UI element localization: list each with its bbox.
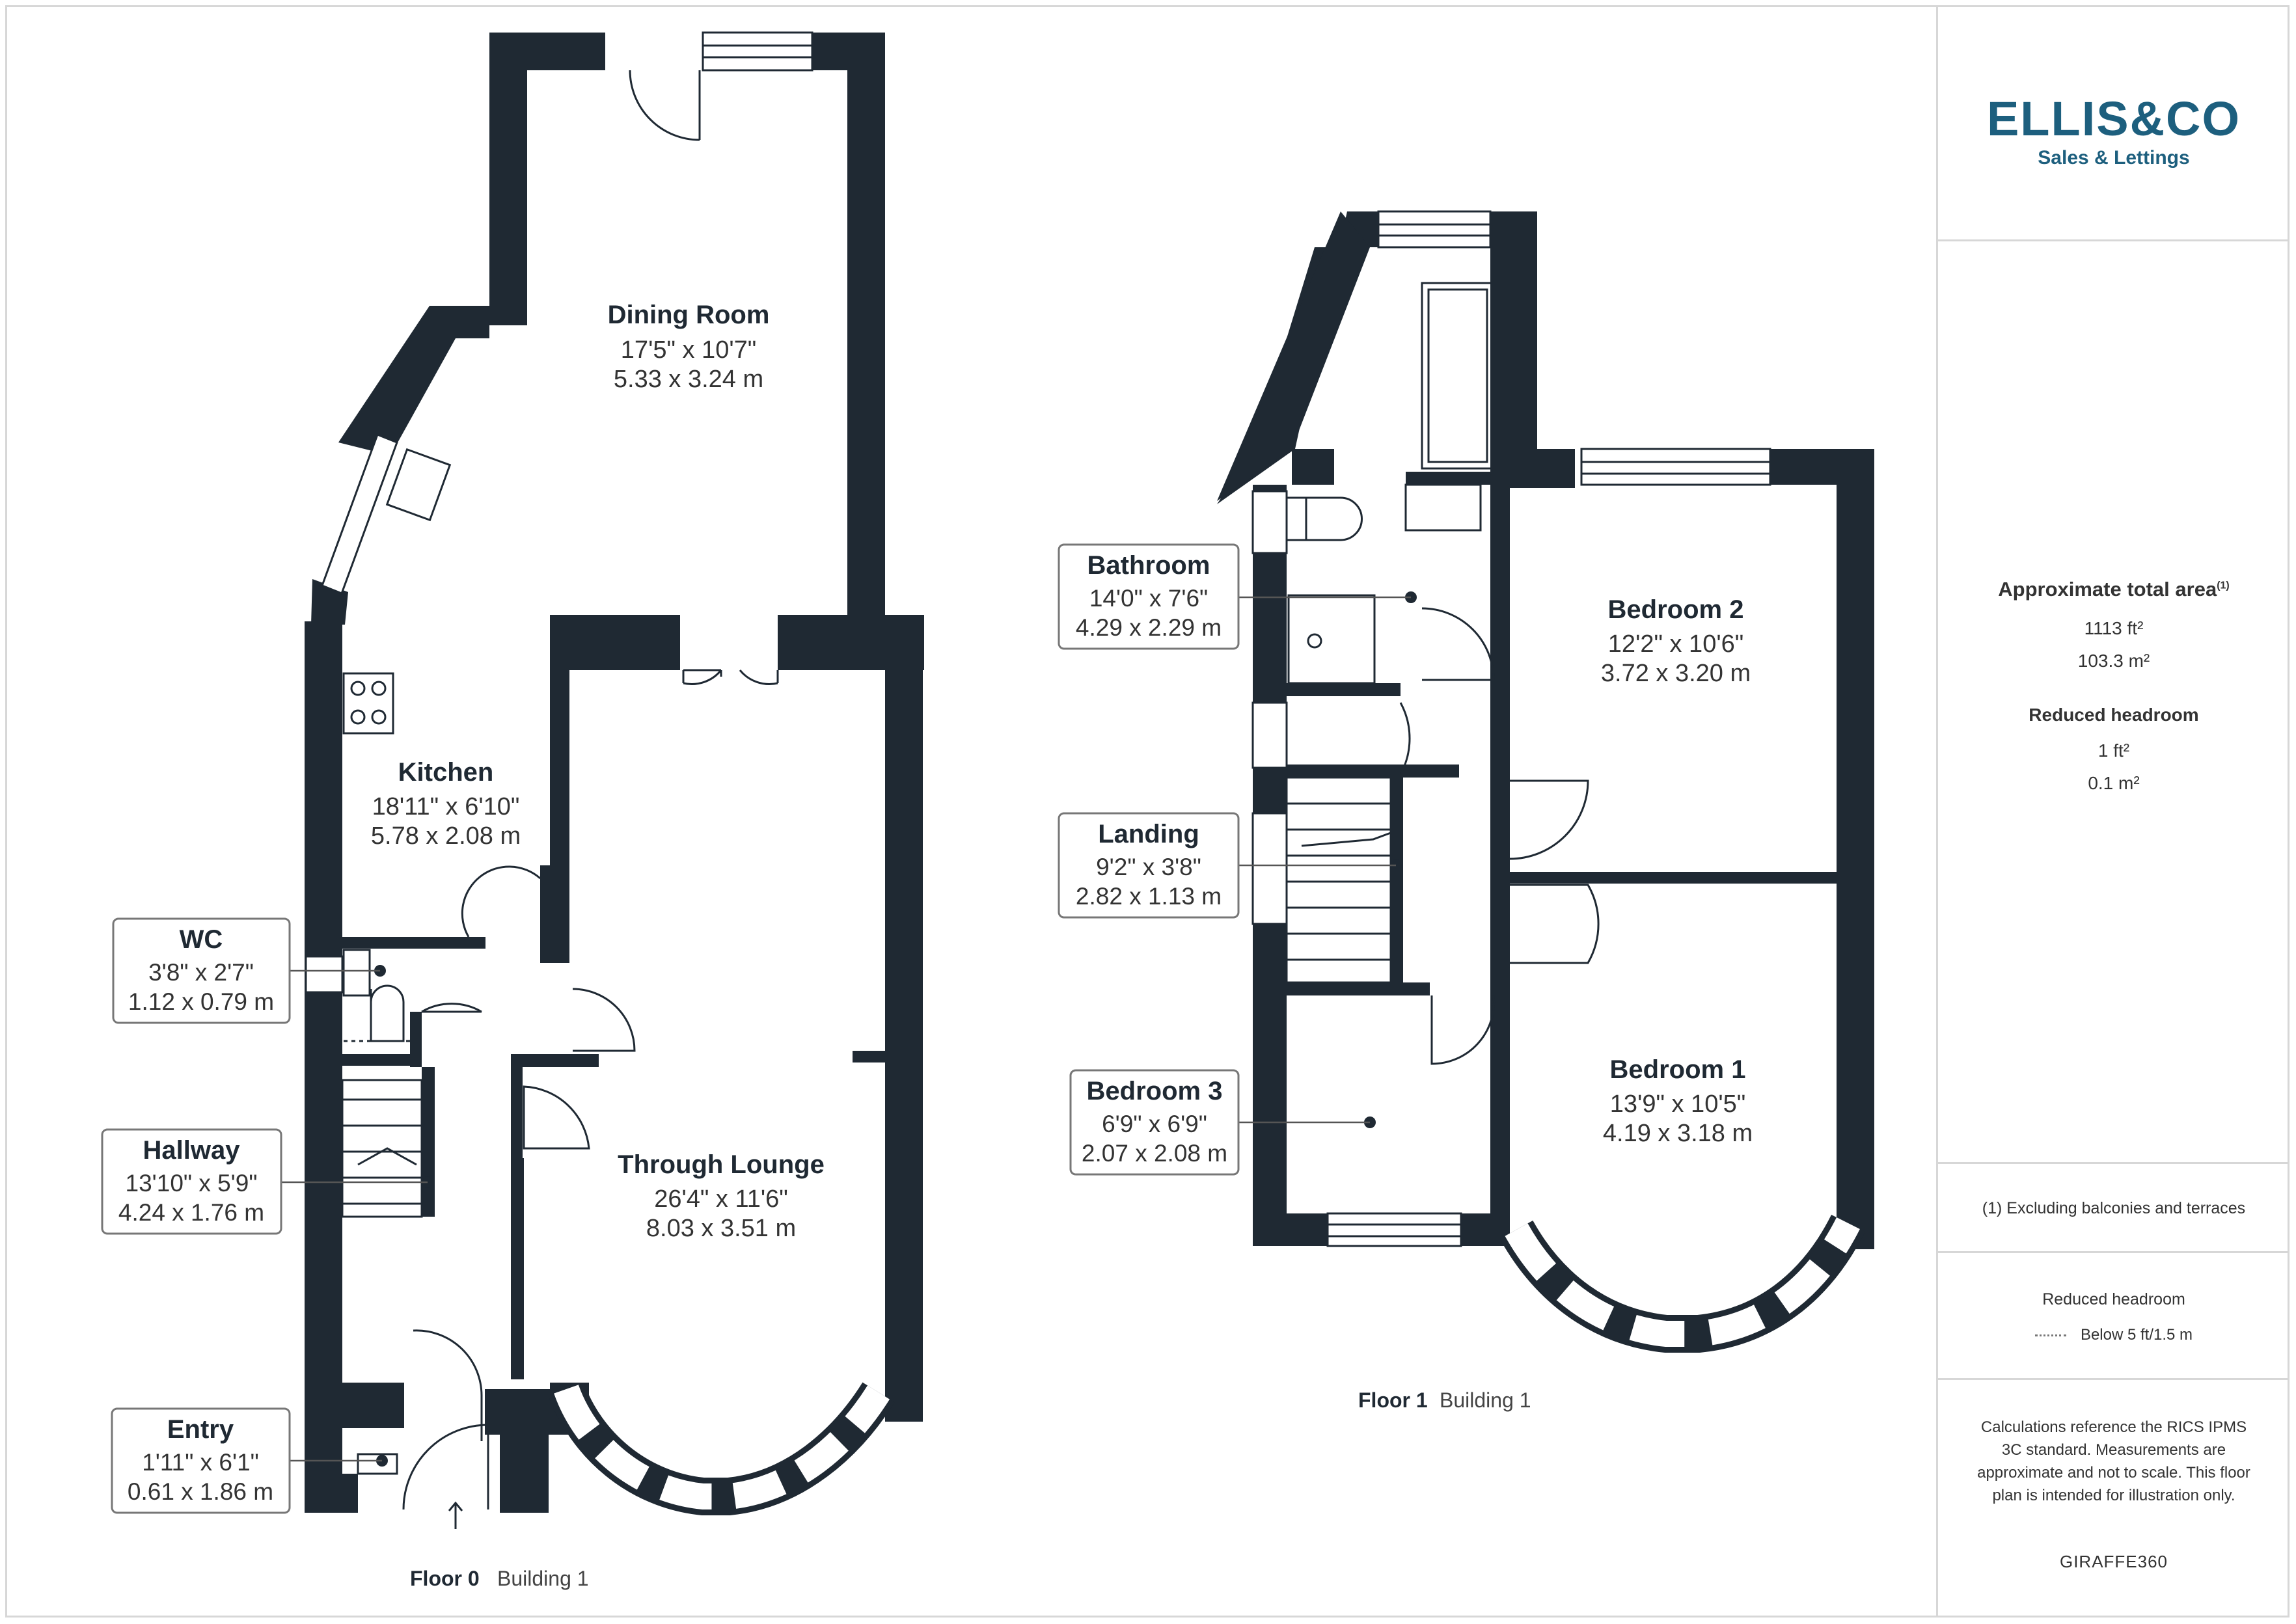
footnote-text: (1) Excluding balconies and terraces [1982,1199,2246,1217]
room-name-dining: Dining Room [608,301,770,329]
floor-0-doors [402,70,779,1510]
label-boxes [101,543,1240,1514]
room-imperial-bedroom2: 12'2" x 10'6" [1608,630,1743,658]
floor-0-fixtures [341,448,463,1529]
legend-title: Reduced headroom [2042,1290,2185,1308]
sidebar-divider [1938,239,2289,241]
room-metric-dining: 5.33 x 3.24 m [614,366,763,393]
provider-logo: GIRAFFE360 [2059,1552,2168,1571]
room-imperial-landing: 9'2" x 3'8" [1096,854,1201,880]
brand-logo: ELLIS&CO Sales & Lettings [1938,95,2289,169]
floor-1-fixtures [1285,282,1600,1065]
room-imperial-wc: 3'8" x 2'7" [148,959,254,986]
room-metric-landing: 2.82 x 1.13 m [1076,883,1222,910]
room-metric-kitchen: 5.78 x 2.08 m [371,822,521,850]
brand-tagline: Sales & Lettings [2038,147,2190,169]
page-frame [5,5,2289,1617]
room-metric-entry: 0.61 x 1.86 m [128,1478,273,1505]
floor-0-building: Building 1 [497,1567,589,1590]
total-area-m: 103.3 m² [2077,651,2150,671]
room-metric-bedroom2: 3.72 x 3.20 m [1601,660,1751,687]
room-metric-lounge: 8.03 x 3.51 m [646,1215,796,1242]
floor-0-bay-window [548,1382,895,1515]
floor-captions: Floor 0 Building 1 Floor 1 Building 1 [410,1388,1531,1590]
legend-item: Below 5 ft/1.5 m [1951,1326,2276,1344]
floor-0-labels: Dining Room 17'5" x 10'7" 5.33 x 3.24 m … [118,301,825,1505]
total-area-title: Approximate total area(1) [1998,578,2230,601]
room-name-bedroom2: Bedroom 2 [1608,595,1744,624]
floor-1-name: Floor 1 [1358,1388,1428,1412]
room-imperial-kitchen: 18'11" x 6'10" [372,793,520,820]
brand-name: ELLIS&CO [1986,92,2241,146]
total-area-ft: 1113 ft² [2084,618,2144,638]
sidebar-divider [1938,1378,2289,1380]
room-name-entry: Entry [167,1415,234,1444]
reduced-headroom-ft: 1 ft² [2098,740,2130,761]
leader-lines [281,596,1411,1462]
floor-1-labels: Bathroom 14'0" x 7'6" 4.29 x 2.29 m Land… [1076,551,1753,1167]
room-imperial-lounge: 26'4" x 11'6" [654,1185,788,1213]
floor-1-bay-window [1499,1214,1865,1353]
room-name-bedroom1: Bedroom 1 [1610,1055,1746,1084]
reduced-headroom-title: Reduced headroom [2029,705,2199,725]
room-metric-bedroom3: 2.07 x 2.08 m [1082,1140,1227,1167]
reduced-headroom-m: 0.1 m² [2088,773,2140,793]
dotted-line-icon [2034,1334,2066,1337]
room-imperial-dining: 17'5" x 10'7" [621,336,756,364]
room-imperial-bedroom1: 13'9" x 10'5" [1610,1090,1745,1118]
room-name-wc: WC [180,925,223,954]
room-name-bedroom3: Bedroom 3 [1087,1077,1223,1105]
disclaimer-text: Calculations reference the RICS IPMS 3C … [1977,1418,2250,1504]
floor-0-walls [305,33,924,1513]
info-sidebar: ELLIS&CO Sales & Lettings Approximate to… [1936,5,2289,1617]
room-name-bathroom: Bathroom [1087,551,1210,580]
sidebar-divider [1938,1162,2289,1164]
room-metric-bedroom1: 4.19 x 3.18 m [1603,1120,1753,1147]
floor-0-name: Floor 0 [410,1567,480,1590]
room-name-landing: Landing [1098,820,1199,848]
room-metric-bathroom: 4.29 x 2.29 m [1076,614,1222,641]
room-metric-hallway: 4.24 x 1.76 m [118,1199,264,1226]
floor-1-building: Building 1 [1440,1388,1531,1412]
floor-1-plan [1217,210,1874,1353]
floor-1-walls [1217,211,1874,1249]
sidebar-divider [1938,1251,2289,1253]
floor-1-windows [1251,210,1771,1247]
floor-0-windows [305,31,813,1475]
room-name-lounge: Through Lounge [618,1150,825,1179]
room-imperial-hallway: 13'10" x 5'9" [126,1170,258,1197]
room-name-kitchen: Kitchen [398,758,494,787]
room-metric-wc: 1.12 x 0.79 m [128,988,274,1015]
total-area-note-marker: (1) [2217,580,2230,591]
floor-0-plan [305,31,924,1529]
room-imperial-bedroom3: 6'9" x 6'9" [1102,1111,1207,1137]
room-imperial-bathroom: 14'0" x 7'6" [1089,585,1208,612]
room-imperial-entry: 1'11" x 6'1" [142,1449,259,1476]
room-name-hallway: Hallway [143,1136,241,1165]
